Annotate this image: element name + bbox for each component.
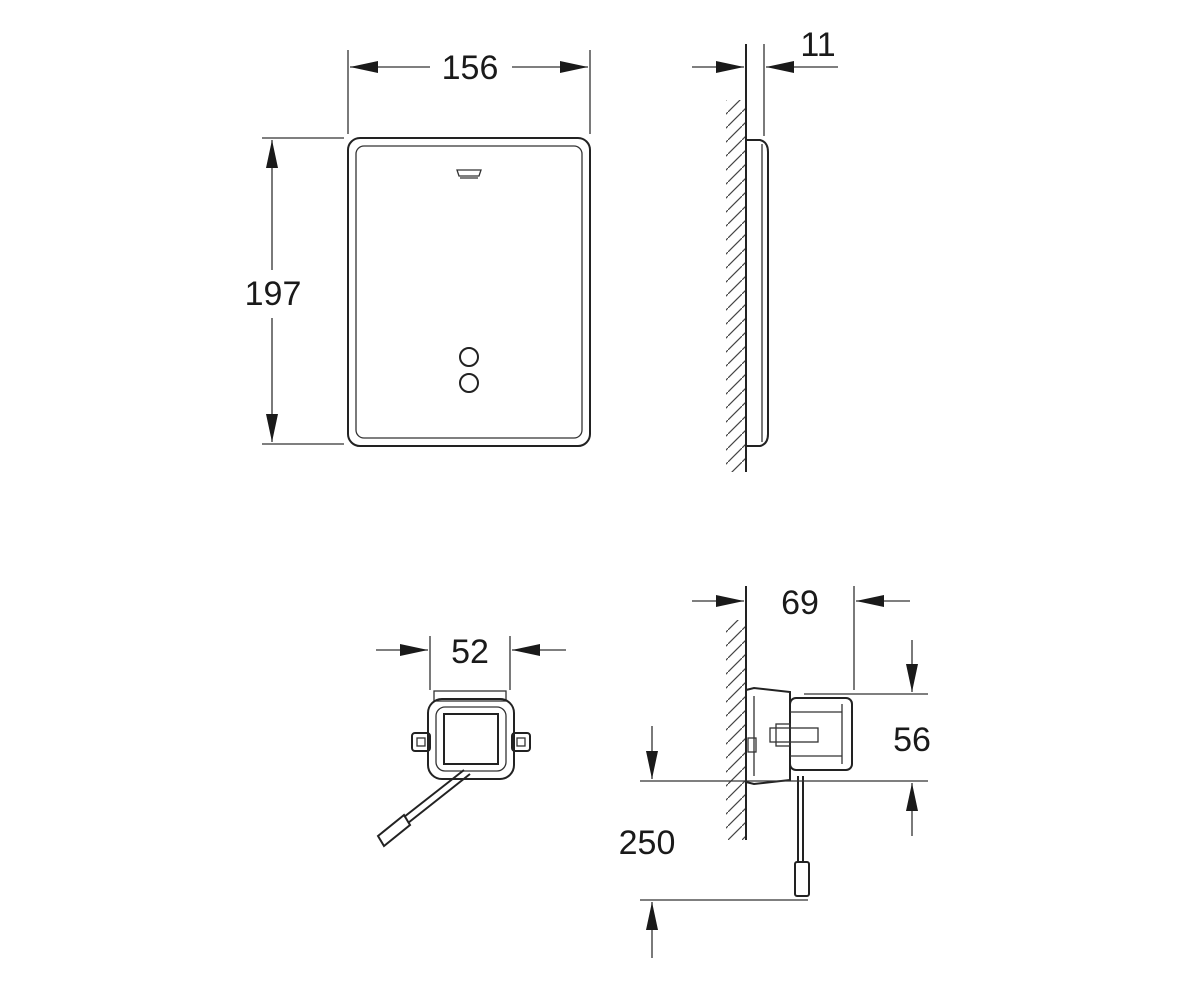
wall-hatching	[726, 620, 746, 840]
dimension-cable-length: 250	[619, 824, 676, 862]
connection-cable	[376, 769, 471, 848]
cover-inner-edge	[355, 145, 583, 439]
cover-profile	[746, 139, 769, 447]
front-view-electronic-box: 52	[376, 633, 566, 848]
mounting-clip-right	[511, 732, 531, 752]
connection-cable	[794, 776, 810, 897]
dimension-cover-depth: 11	[800, 26, 835, 64]
box-outline	[427, 698, 515, 780]
dimension-cover-height: 197	[245, 275, 302, 313]
side-view-cover-plate: 11	[692, 26, 838, 472]
dimension-box-width: 52	[451, 633, 489, 671]
dimension-cover-width: 156	[442, 49, 499, 87]
wall-hatching	[726, 100, 746, 472]
brand-logo-icon	[456, 169, 482, 179]
cable-plug	[794, 861, 810, 897]
cover-outline	[347, 137, 591, 447]
dimension-box-depth: 69	[781, 584, 819, 622]
sensor-window-icon	[459, 373, 479, 393]
box-window	[443, 713, 499, 765]
side-view-electronic-box: 69 56 250	[619, 584, 931, 958]
mounting-clip-left	[411, 732, 431, 752]
cable-plug	[376, 813, 412, 848]
sensor-window-icon	[459, 347, 479, 367]
dimension-box-height: 56	[893, 721, 931, 759]
box-body	[789, 697, 853, 771]
front-view-cover-plate: 156 197	[245, 49, 591, 447]
